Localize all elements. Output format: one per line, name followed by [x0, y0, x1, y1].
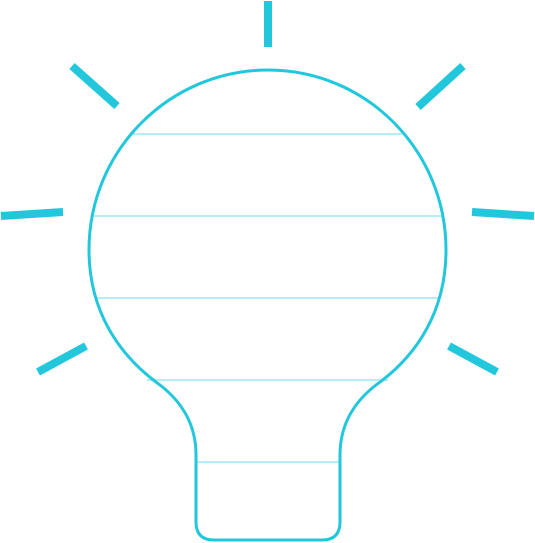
bulb-outline [87, 68, 448, 542]
ray-upper-left [69, 63, 120, 109]
ray-middle-left [0, 208, 64, 220]
ray-lower-left [36, 342, 88, 376]
ray-upper-right [415, 63, 466, 110]
ray-middle-right [471, 208, 535, 220]
ray-lower-right [447, 342, 499, 376]
bulb-bands [92, 133, 442, 463]
light-rays [0, 1, 535, 376]
